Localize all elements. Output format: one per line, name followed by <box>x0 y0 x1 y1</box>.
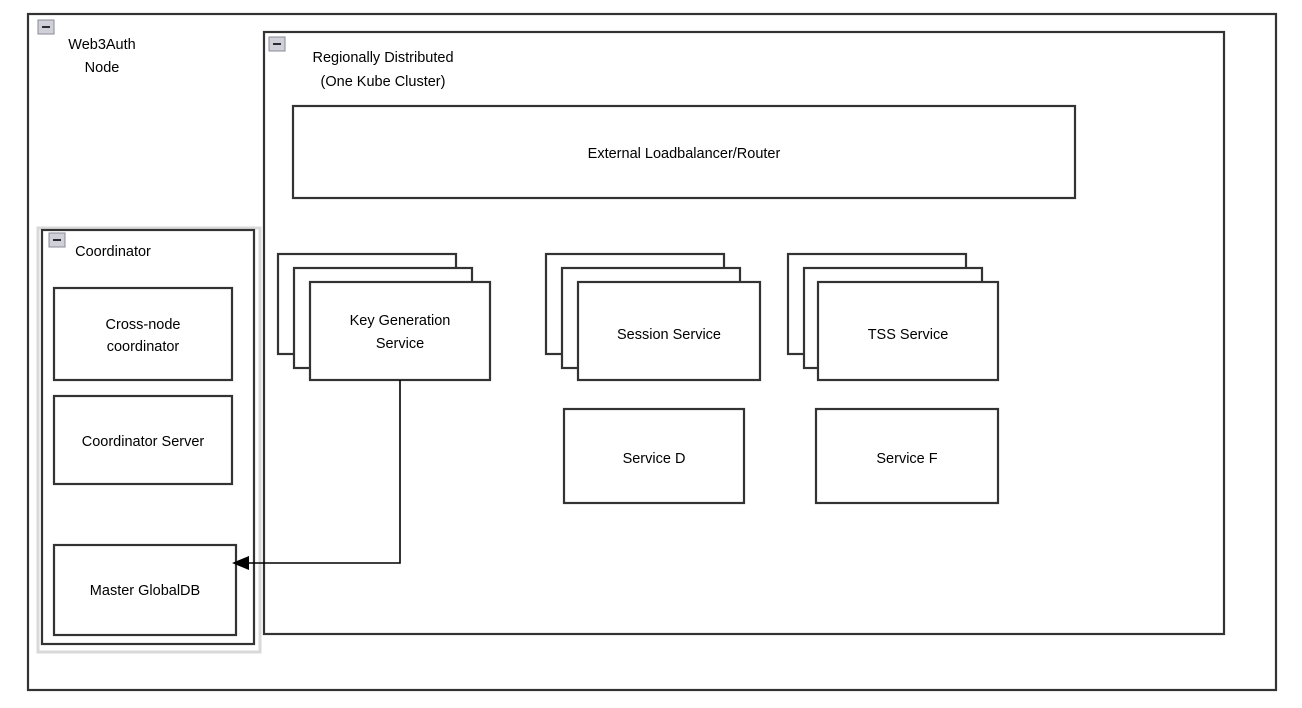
tss-service-box[interactable] <box>816 280 1000 382</box>
coordinator-label: Coordinator <box>75 244 151 260</box>
service-d-box[interactable] <box>562 407 746 505</box>
external-loadbalancer-label: External Loadbalancer/Router <box>588 146 781 162</box>
web3auth-node-label-line2: Node <box>85 60 120 76</box>
coordinator-server-box[interactable] <box>52 394 234 486</box>
service-f-label: Service F <box>876 451 937 467</box>
coordinator-server-label: Coordinator Server <box>82 434 205 450</box>
kube-cluster-collapse-toggle[interactable] <box>268 36 286 52</box>
service-d-label: Service D <box>623 451 686 467</box>
session-service-label: Session Service <box>617 327 721 343</box>
master-globaldb-box[interactable] <box>52 543 238 637</box>
cross-node-coordinator-box[interactable] <box>52 286 234 382</box>
master-globaldb-label: Master GlobalDB <box>90 583 200 599</box>
service-f-box[interactable] <box>814 407 1000 505</box>
key-generation-service-label-line2: Service <box>376 336 424 352</box>
web3auth-node-collapse-toggle[interactable] <box>37 19 55 35</box>
key-generation-service-box[interactable] <box>308 280 492 382</box>
session-service-box[interactable] <box>576 280 762 382</box>
cross-node-coordinator-label-line1: Cross-node <box>106 317 181 333</box>
connector-keygen-to-globaldb <box>244 380 401 564</box>
tss-service-label: TSS Service <box>868 327 949 343</box>
web3auth-node-label-line1: Web3Auth <box>68 37 135 53</box>
kube-cluster-label-line2: (One Kube Cluster) <box>321 74 446 90</box>
cross-node-coordinator-label-line2: coordinator <box>107 339 180 355</box>
kube-cluster-label-line1: Regionally Distributed <box>312 50 453 66</box>
coordinator-collapse-toggle[interactable] <box>48 232 66 248</box>
external-loadbalancer-box[interactable] <box>291 104 1077 200</box>
key-generation-service-label-line1: Key Generation <box>350 313 451 329</box>
arrow-left-icon <box>232 556 249 570</box>
